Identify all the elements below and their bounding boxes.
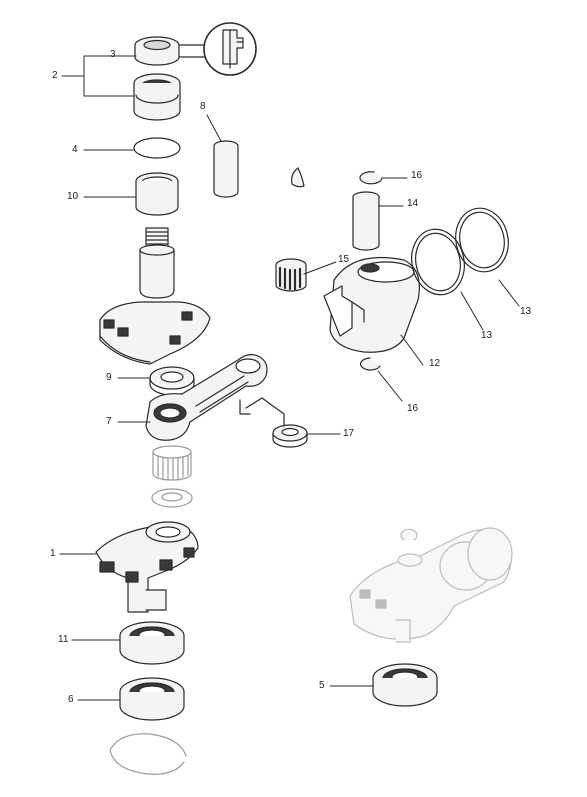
callout-10: 10: [67, 191, 79, 202]
callout-1: 1: [50, 548, 56, 559]
callout-11: 11: [58, 634, 69, 645]
part-7-connecting-rod: [145, 354, 268, 441]
callout-13-left: 13: [481, 330, 493, 341]
ghost-washer: [151, 488, 193, 508]
callout-16-top: 16: [411, 170, 423, 181]
callout-6: 6: [68, 694, 74, 705]
circlip: [109, 733, 187, 775]
part-13-piston-ring-b: [455, 207, 509, 273]
callout-3: 3: [110, 49, 116, 60]
part-1-crank-lower-half: [95, 521, 199, 613]
callout-7: 7: [106, 416, 112, 427]
crank-upper-half: [99, 227, 211, 365]
leader-lines: [59, 55, 520, 701]
part-15-needle-cage: [275, 258, 307, 292]
callout-5: 5: [319, 680, 325, 691]
assembled-view-ghost: [349, 527, 513, 643]
part-12-piston: [323, 256, 420, 353]
part-14-piston-pin: [352, 191, 380, 251]
callout-14: 14: [407, 198, 419, 209]
part-2-bearing: [133, 73, 181, 121]
part-13-piston-ring-a: [411, 228, 465, 296]
part-16-clip-bottom: [359, 357, 381, 371]
part-4-washer: [133, 137, 181, 159]
part-16-clip-top: [359, 171, 383, 185]
callout-17: 17: [343, 428, 355, 439]
part-11-bearing: [119, 621, 185, 665]
part-3-seal: [134, 36, 180, 66]
part-6-bearing: [119, 677, 185, 721]
callout-2: 2: [52, 70, 58, 81]
detail-magnifier: [178, 22, 257, 76]
part-10-bushing: [135, 172, 179, 216]
callout-16-bottom: 16: [407, 403, 419, 414]
part-8-pin: [213, 140, 239, 198]
callout-13-right: 13: [520, 306, 532, 317]
part-5-bearing: [372, 663, 438, 707]
callout-8: 8: [200, 101, 206, 112]
callout-12: 12: [429, 358, 441, 369]
callout-9: 9: [106, 372, 112, 383]
callout-4: 4: [72, 144, 78, 155]
woodruff-key: [291, 167, 305, 188]
part-17-washer: [245, 397, 308, 448]
callout-15: 15: [338, 254, 350, 265]
needle-bearing: [152, 445, 192, 481]
